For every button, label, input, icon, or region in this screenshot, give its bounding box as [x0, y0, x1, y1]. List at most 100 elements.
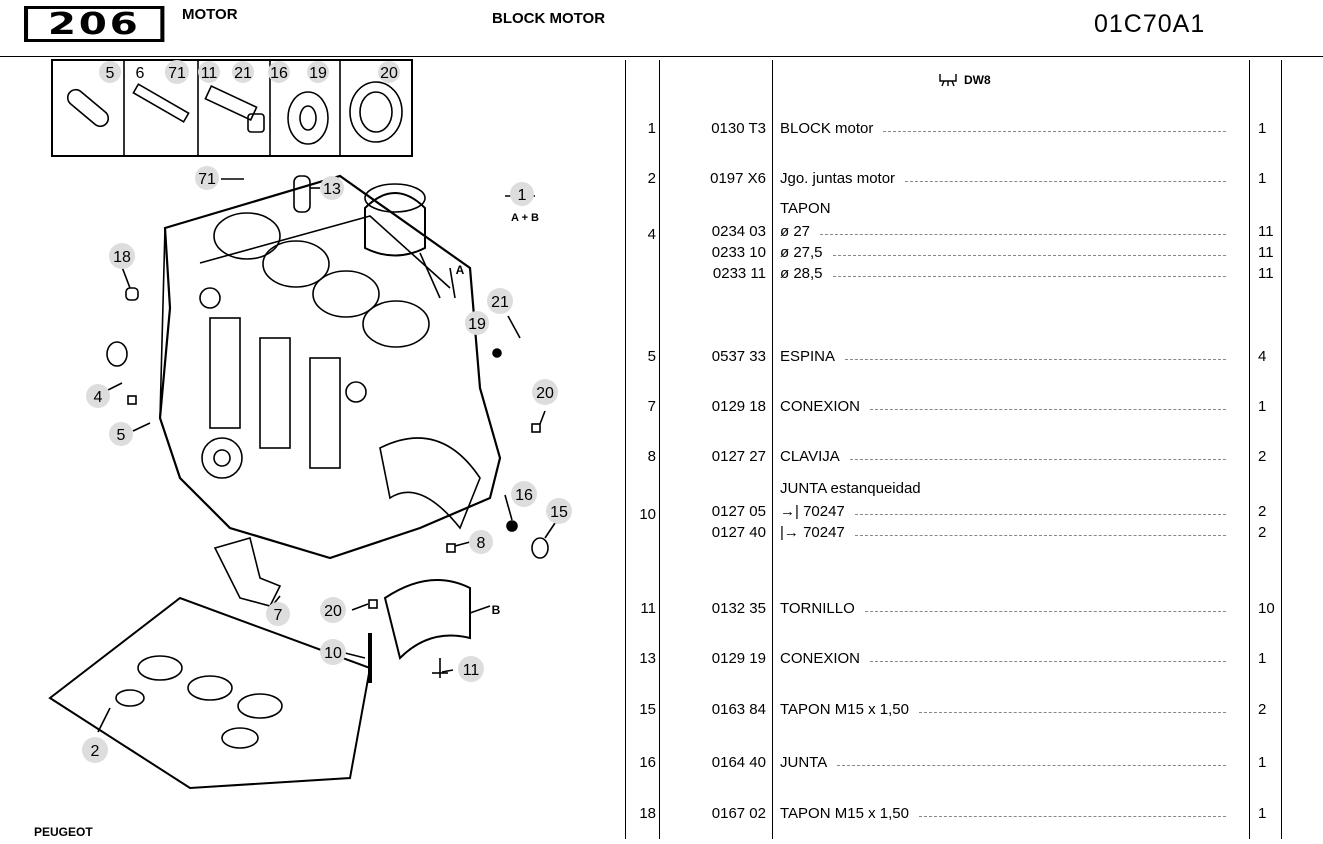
part-line: 0164 40 JUNTA 1	[626, 754, 1323, 776]
part-number: 0234 03	[711, 223, 766, 240]
part-description: |→ 70247	[780, 524, 845, 541]
quantity: 1	[1258, 754, 1267, 771]
inset-label: 71	[168, 65, 186, 82]
part-line: 0233 10 ø 27,5 11	[626, 244, 1323, 266]
leader-dots	[833, 276, 1226, 277]
part-line: 0233 11 ø 28,5 11	[626, 265, 1323, 287]
part-number: 0233 10	[711, 244, 766, 261]
leader-dots	[865, 611, 1226, 612]
part-number: 0132 35	[711, 600, 766, 617]
part-number: 0233 11	[712, 265, 766, 282]
part-description: TORNILLO	[780, 600, 855, 617]
leader-dots	[820, 234, 1226, 235]
reference-number: 13	[639, 650, 656, 667]
engine-block-drawing: 5 6 71 11 21 16 19 20 71 13 1 A + B 18 2…	[48, 59, 572, 790]
reference-number: 4	[647, 226, 656, 243]
part-description: ø 27,5	[780, 244, 823, 261]
quantity: 1	[1258, 805, 1267, 822]
quantity: 1	[1258, 650, 1267, 667]
exploded-diagram: 5 6 71 11 21 16 19 20 71 13 1 A + B 18 2…	[0, 58, 625, 839]
quantity: 1	[1258, 120, 1267, 137]
leader-dots	[883, 131, 1226, 132]
brand-label: PEUGEOT	[34, 825, 93, 839]
reference-number: 18	[639, 805, 656, 822]
reference-number: 8	[647, 448, 656, 465]
header: 206 MOTOR BLOCK MOTOR 01C70A1	[0, 0, 1323, 60]
column-divider	[625, 60, 626, 839]
part-number: 0130 T3	[711, 120, 766, 137]
callout: 2	[91, 743, 100, 760]
quantity: 11	[1258, 223, 1274, 240]
inset-label: 5	[106, 65, 115, 82]
leader-dots	[845, 359, 1226, 360]
column-divider	[1281, 60, 1282, 839]
reference-number: 15	[639, 701, 656, 718]
callout: 20	[324, 603, 342, 620]
column-divider	[659, 60, 660, 839]
callout: 4	[94, 389, 103, 406]
part-description: JUNTA	[780, 754, 828, 771]
part-description: BLOCK motor	[780, 120, 874, 137]
reference-number: 1	[647, 120, 656, 137]
reference-number: 11	[640, 600, 656, 617]
part-line: 0130 T3 BLOCK motor 1	[626, 120, 1323, 142]
part-number: 0129 18	[711, 398, 766, 415]
leader-dots	[855, 514, 1226, 515]
leader-dots	[870, 409, 1226, 410]
quantity: 2	[1258, 701, 1267, 718]
part-number: 0129 19	[711, 650, 766, 667]
section-label: MOTOR	[182, 6, 238, 23]
callout: 16	[515, 487, 533, 504]
part-number: 0537 33	[711, 348, 766, 365]
part-number: 0127 40	[711, 524, 766, 541]
quantity: 1	[1258, 170, 1267, 187]
callout: 5	[117, 427, 126, 444]
part-number: 0164 40	[711, 754, 766, 771]
callout: 18	[113, 249, 131, 266]
callout: 15	[550, 504, 568, 521]
callout: 11	[463, 662, 480, 679]
part-description: CONEXION	[780, 398, 861, 415]
leader-dots	[850, 459, 1226, 460]
reference-number: 16	[639, 754, 656, 771]
callout: 19	[468, 316, 486, 333]
callout: 13	[323, 181, 341, 198]
leader-dots	[837, 765, 1226, 766]
quantity: 11	[1258, 244, 1274, 261]
inset-label: 16	[270, 65, 288, 82]
leader-dots	[919, 712, 1226, 713]
part-description: ø 28,5	[780, 265, 823, 282]
quantity: 2	[1258, 503, 1267, 520]
reference-number: 5	[647, 348, 656, 365]
callout: 7	[274, 607, 283, 624]
callout: 10	[324, 645, 342, 662]
part-description: CONEXION	[780, 650, 861, 667]
part-number: 0167 02	[711, 805, 766, 822]
inset-label: 19	[309, 65, 327, 82]
inset-label: 6	[136, 65, 145, 82]
reference-number: 2	[647, 170, 656, 187]
leader-dots	[870, 661, 1226, 662]
engine-icon	[939, 74, 957, 87]
part-number: 0127 05	[711, 503, 766, 520]
part-description: ESPINA	[780, 348, 836, 365]
callout: 1	[518, 187, 527, 204]
inset-label: 21	[234, 65, 252, 82]
quantity: 11	[1258, 265, 1274, 282]
leader-dots	[919, 816, 1226, 817]
part-description: TAPON M15 x 1,50	[780, 701, 909, 718]
model-logo: 206	[24, 6, 165, 42]
group-label: B	[492, 603, 501, 617]
engine-header: DW8	[938, 72, 991, 88]
part-description: ø 27	[780, 223, 811, 240]
